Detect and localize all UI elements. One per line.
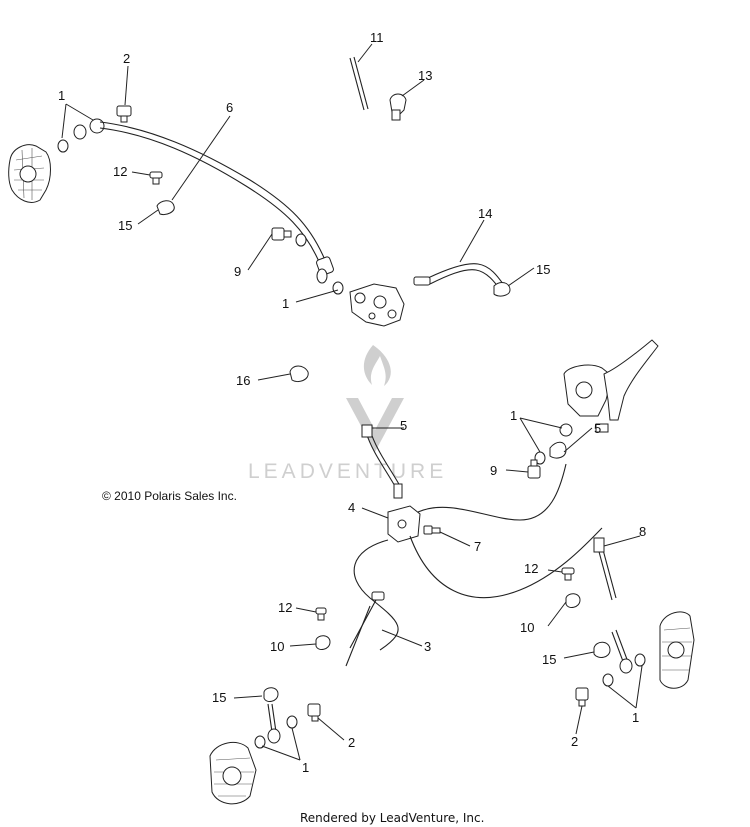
banjo-bolt xyxy=(575,687,589,707)
line-clip xyxy=(263,687,279,702)
line-clip xyxy=(315,635,331,650)
callout-12: 12 xyxy=(113,164,127,179)
banjo-fitting xyxy=(549,441,567,459)
callout-4: 4 xyxy=(348,500,355,515)
sealing-washer xyxy=(332,281,344,295)
callout-12: 12 xyxy=(278,600,292,615)
callout-15: 15 xyxy=(118,218,132,233)
callout-2: 2 xyxy=(571,734,578,749)
sealing-washer xyxy=(316,268,328,284)
callout-15: 15 xyxy=(542,652,556,667)
sealing-washer xyxy=(73,124,87,140)
copyright-text: © 2010 Polaris Sales Inc. xyxy=(102,489,237,503)
line-clip xyxy=(565,593,581,608)
rear-left-caliper xyxy=(209,741,257,805)
brake-tee-block xyxy=(387,505,421,543)
brake-hose-3 xyxy=(349,593,383,649)
callout-13: 13 xyxy=(418,68,432,83)
callout-1: 1 xyxy=(302,760,309,775)
sealing-washer xyxy=(254,735,266,749)
mounting-bolt xyxy=(423,525,441,535)
retaining-screw xyxy=(561,567,575,581)
callout-1: 1 xyxy=(510,408,517,423)
line-clip xyxy=(156,200,175,215)
callout-10: 10 xyxy=(520,620,534,635)
callout-3: 3 xyxy=(424,639,431,654)
banjo-bolt xyxy=(527,459,541,479)
brake-line-5 xyxy=(365,431,397,489)
line-clip xyxy=(593,641,611,658)
sealing-washer xyxy=(559,423,573,437)
master-cylinder-lever xyxy=(563,339,659,433)
callout-15: 15 xyxy=(212,690,226,705)
callout-15: 15 xyxy=(536,262,550,277)
brake-line-6 xyxy=(99,121,326,261)
brake-hose-8 xyxy=(597,547,613,601)
front-left-caliper xyxy=(8,144,51,203)
sealing-washer xyxy=(295,233,307,247)
sealing-washer xyxy=(619,658,633,674)
callout-5: 5 xyxy=(400,418,407,433)
footer-text: Rendered by LeadVenture, Inc. xyxy=(300,811,484,825)
leader-lines xyxy=(61,43,643,761)
callout-1: 1 xyxy=(58,88,65,103)
proportioning-valve xyxy=(349,283,405,327)
callout-9: 9 xyxy=(234,264,241,279)
callout-12: 12 xyxy=(524,561,538,576)
callout-2: 2 xyxy=(123,51,130,66)
sealing-washer xyxy=(57,139,69,153)
rear-right-caliper xyxy=(659,611,695,689)
brake-line-loop xyxy=(417,463,567,521)
pin-11 xyxy=(349,57,365,111)
retaining-screw xyxy=(149,171,163,185)
callout-6: 6 xyxy=(226,100,233,115)
callout-1: 1 xyxy=(632,710,639,725)
callout-1: 1 xyxy=(282,296,289,311)
hose-clamp xyxy=(289,365,309,383)
brake-line-14 xyxy=(427,263,507,289)
sealing-washer xyxy=(267,728,281,744)
sealing-washer xyxy=(602,673,614,687)
callout-11: 11 xyxy=(370,30,384,45)
watermark-text: LEADVENTURE xyxy=(248,460,447,483)
retaining-screw xyxy=(315,607,327,621)
callout-9: 9 xyxy=(490,463,497,478)
watermark-logo-icon xyxy=(346,345,404,452)
line-fitting xyxy=(413,276,431,286)
line-clip xyxy=(493,282,511,297)
banjo-fitting xyxy=(89,118,105,134)
sealing-washer xyxy=(634,653,646,667)
callout-10: 10 xyxy=(270,639,284,654)
callout-14: 14 xyxy=(478,206,492,221)
callout-7: 7 xyxy=(474,539,481,554)
sealing-washer xyxy=(286,715,298,729)
callout-numbers: 1 2 6 12 15 11 13 9 1 14 15 16 1 5 5 9 4… xyxy=(58,30,646,775)
callout-16: 16 xyxy=(236,373,250,388)
callout-5: 5 xyxy=(594,421,601,436)
callout-2: 2 xyxy=(348,735,355,750)
callout-8: 8 xyxy=(639,524,646,539)
banjo-bolt xyxy=(116,105,132,123)
banjo-bolt xyxy=(271,227,292,241)
